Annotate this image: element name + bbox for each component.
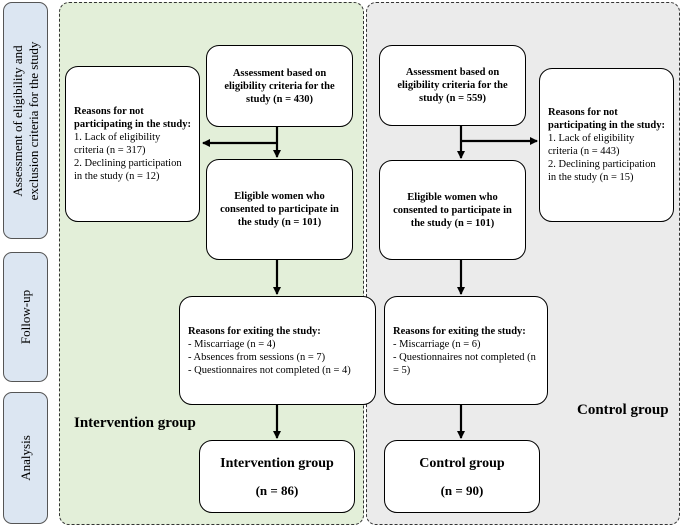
intervention-exit-title: Reasons for exiting the study:: [188, 325, 321, 337]
control-reasons-box: Reasons for not participating in the stu…: [539, 68, 674, 222]
control-reasons-item: 2. Declining participation in the study …: [548, 159, 656, 183]
control-assessment-text: Assessment based on eligibility criteria…: [397, 67, 508, 104]
intervention-exit-item: - Absences from sessions (n = 7): [188, 351, 326, 363]
intervention-final-n: (n = 86): [255, 482, 299, 498]
intervention-assessment-box: Assessment based on eligibility criteria…: [206, 45, 353, 127]
control-final-n: (n = 90): [440, 482, 484, 498]
control-final-title: Control group: [419, 455, 505, 471]
control-exit-item: - Questionnaires not completed (n = 5): [393, 351, 536, 376]
intervention-assessment-text: Assessment based on eligibility criteria…: [224, 67, 335, 105]
control-group-label: Control group: [577, 402, 669, 418]
control-exit-item: - Miscarriage (n = 6): [393, 338, 481, 350]
intervention-eligible-box: Eligible women who consented to particip…: [206, 159, 353, 260]
control-exit-box: Reasons for exiting the study: - Miscarr…: [384, 296, 548, 405]
stage-analysis: Analysis: [3, 392, 48, 524]
control-eligible-box: Eligible women who consented to particip…: [379, 160, 526, 260]
stage-assessment: Assessment of eligibility and exclusion …: [3, 2, 48, 239]
intervention-eligible-text: Eligible women who consented to particip…: [220, 191, 339, 228]
intervention-final-title: Intervention group: [220, 455, 334, 471]
control-final-box: Control group (n = 90): [384, 440, 540, 513]
control-assessment-box: Assessment based on eligibility criteria…: [379, 45, 526, 126]
intervention-reasons-box: Reasons for not participating in the stu…: [65, 66, 200, 222]
stage-followup: Follow-up: [3, 252, 48, 382]
control-reasons-title: Reasons for not participating in the stu…: [548, 107, 665, 131]
intervention-final-box: Intervention group (n = 86): [199, 440, 355, 513]
intervention-reasons-item: 2. Declining participation in the study …: [74, 158, 182, 182]
intervention-group-label: Intervention group: [74, 415, 196, 431]
intervention-exit-item: - Questionnaires not completed (n = 4): [188, 364, 351, 376]
intervention-exit-box: Reasons for exiting the study: - Miscarr…: [179, 296, 376, 405]
control-eligible-text: Eligible women who consented to particip…: [393, 191, 512, 229]
control-reasons-item: 1. Lack of eligibility criteria (n = 443…: [548, 133, 635, 157]
intervention-reasons-item: 1. Lack of eligibility criteria (n = 317…: [74, 132, 161, 156]
intervention-exit-item: - Miscarriage (n = 4): [188, 338, 276, 350]
control-exit-title: Reasons for exiting the study:: [393, 325, 526, 337]
intervention-reasons-title: Reasons for not participating in the stu…: [74, 106, 191, 130]
